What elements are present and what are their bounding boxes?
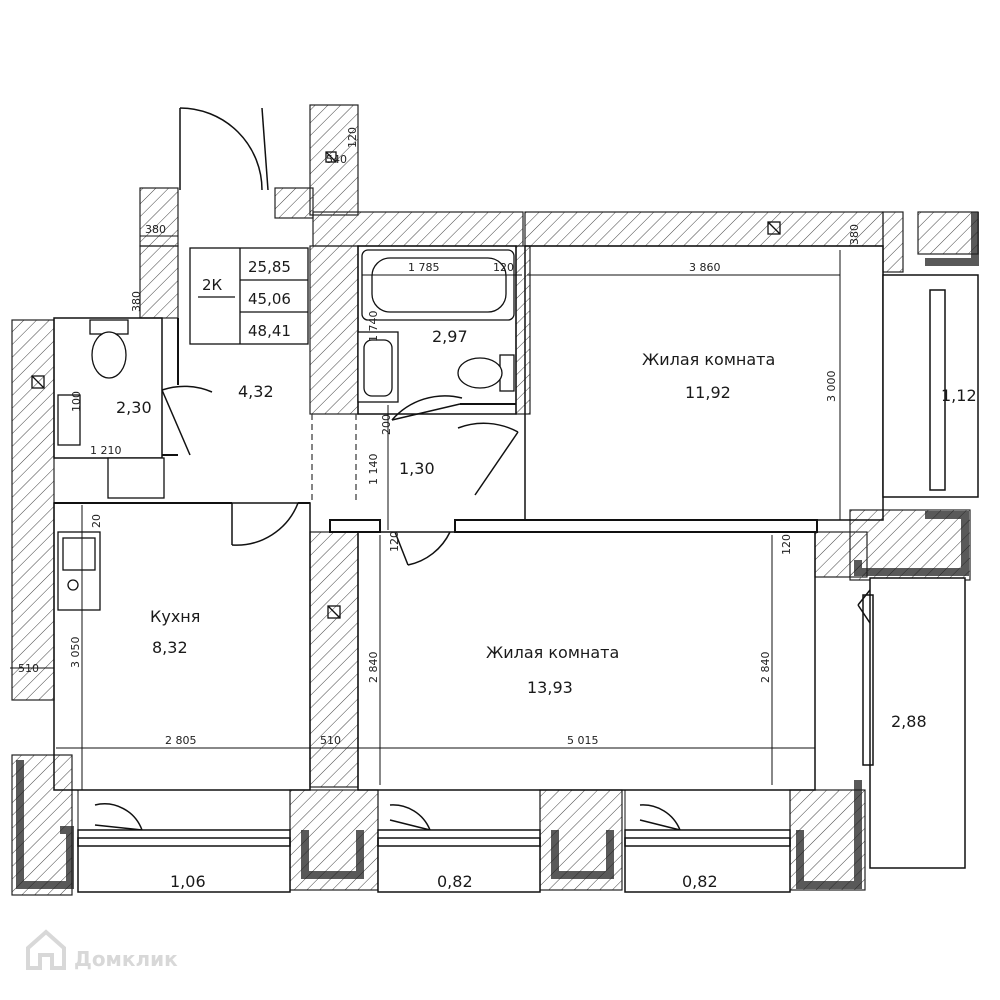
wc-sink-icon [57,394,81,446]
dim-1785: 1 785 [408,261,440,274]
dim-120-a: 120 [388,531,401,552]
dim-100: 100 [70,391,83,412]
kitchen-name: Кухня [150,607,200,626]
loggia-right-bottom-area: 2,88 [891,712,927,731]
dim-1740: 1 740 [367,311,380,343]
bath-area: 2,97 [432,327,468,346]
bedroom-area: 11,92 [685,383,731,402]
bedroom-name: Жилая комната [642,350,775,369]
dim-380-top: 380 [145,223,166,236]
wc-area: 2,30 [116,398,152,417]
dim-2805: 2 805 [165,734,197,747]
room-labels: 2,30 4,32 2,97 1,30 Жилая комната 11,92 … [116,327,977,891]
dim-380-left: 380 [130,291,143,312]
wall-accents [16,212,979,889]
dim-510-left: 510 [18,662,39,675]
summary-table: 2К 25,85 45,06 48,41 [189,247,309,345]
dashed-lines [311,414,357,500]
living-room-area: 13,93 [527,678,573,697]
fixtures [31,151,781,619]
dim-1140: 1 140 [367,454,380,486]
dim-3050: 3 050 [69,637,82,669]
dim-3860: 3 860 [689,261,721,274]
house-logo-icon [26,929,66,970]
walls [11,104,979,896]
summary-living-area: 25,85 [248,258,291,276]
shaft-icon-center [327,605,341,619]
dim-5015: 5 015 [567,734,599,747]
corridor-area: 1,30 [399,459,435,478]
balconies [77,274,979,893]
loggia-right-top-area: 1,12 [941,386,977,405]
dim-2840-left: 2 840 [367,652,380,684]
dim-540: 540 [326,153,347,166]
wc-toilet-icon [89,319,129,379]
watermark: Домклик [26,929,178,971]
watermark-text: Домклик [74,947,178,971]
kitchen-sink-icon [57,531,101,611]
summary-area-with-balconies: 48,41 [248,322,291,340]
dim-200: 200 [380,414,393,435]
partitions [53,245,884,791]
living-room-name: Жилая комната [486,643,619,662]
summary-type: 2К [202,276,223,294]
bathtub-icon [361,249,515,321]
dim-20: 20 [90,514,103,528]
bath-toilet-icon [457,354,515,392]
shaft-icon-left [31,375,45,389]
balcony-3-area: 0,82 [682,872,718,891]
dim-3000: 3 000 [825,371,838,403]
dim-510-mid: 510 [320,734,341,747]
balcony-2-area: 0,82 [437,872,473,891]
dimension-labels: 380 380 380 540 120 1 785 120 3 860 1 74… [18,127,861,747]
dim-1210: 1 210 [90,444,122,457]
summary-total-area: 45,06 [248,290,291,308]
dimension-lines [10,235,883,790]
dim-120-b: 120 [780,534,793,555]
dim-2840-right: 2 840 [759,652,772,684]
dim-120-door: 120 [346,127,359,148]
shaft-icon-top [767,221,781,235]
dim-380-right: 380 [848,224,861,245]
hall-area: 4,32 [238,382,274,401]
shaft-icon-entry [325,151,337,163]
dim-120-bath: 120 [493,261,514,274]
balcony-1-area: 1,06 [170,872,206,891]
kitchen-area: 8,32 [152,638,188,657]
